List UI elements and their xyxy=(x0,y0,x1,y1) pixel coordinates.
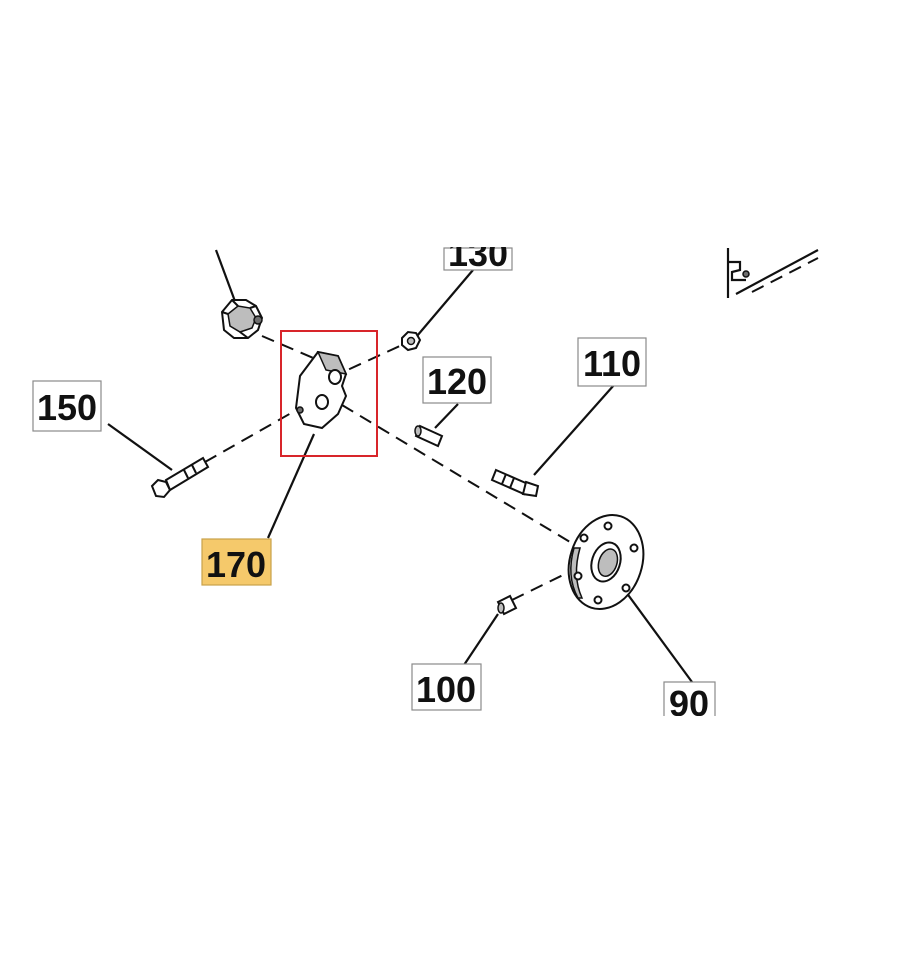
assembly-axis-setscrew xyxy=(511,574,564,601)
svg-text:100: 100 xyxy=(416,669,476,710)
leader-line-90 xyxy=(625,591,693,683)
callout-100[interactable]: 100 xyxy=(411,663,482,711)
crop-mask-top xyxy=(0,0,900,247)
flange-hub-part xyxy=(567,514,645,610)
assembly-axis-knob xyxy=(261,335,319,361)
leader-line-100 xyxy=(463,613,499,666)
svg-text:170: 170 xyxy=(206,544,266,585)
callout-150[interactable]: 150 xyxy=(32,380,102,432)
callout-120[interactable]: 120 xyxy=(422,356,492,404)
leader-line-150 xyxy=(107,423,173,471)
svg-text:110: 110 xyxy=(583,343,641,384)
leader-line-170 xyxy=(266,433,316,539)
frame-bracket-fragment xyxy=(726,248,819,298)
star-knob-part xyxy=(220,299,264,339)
set-screw-part xyxy=(496,594,518,616)
assembly-axis-nut xyxy=(329,344,403,379)
callout-170[interactable]: 170 xyxy=(201,538,272,586)
svg-text:120: 120 xyxy=(427,361,487,402)
highlight-frame-170 xyxy=(280,330,378,457)
cam-bracket-part xyxy=(294,350,348,430)
hex-nut-part xyxy=(401,330,422,352)
crop-mask-bottom xyxy=(0,716,900,962)
leader-line-top-left xyxy=(214,249,238,305)
svg-text:150: 150 xyxy=(37,387,97,428)
assembly-axis-bolt xyxy=(204,407,301,463)
assembly-axis-main xyxy=(341,404,576,546)
pin-part xyxy=(414,424,444,448)
leader-line-120 xyxy=(434,403,459,429)
long-bolt-part xyxy=(150,456,210,499)
screw-part xyxy=(490,468,540,498)
leader-line-130 xyxy=(416,269,474,337)
callout-110[interactable]: 110 xyxy=(577,337,647,387)
leader-line-110 xyxy=(533,384,615,476)
